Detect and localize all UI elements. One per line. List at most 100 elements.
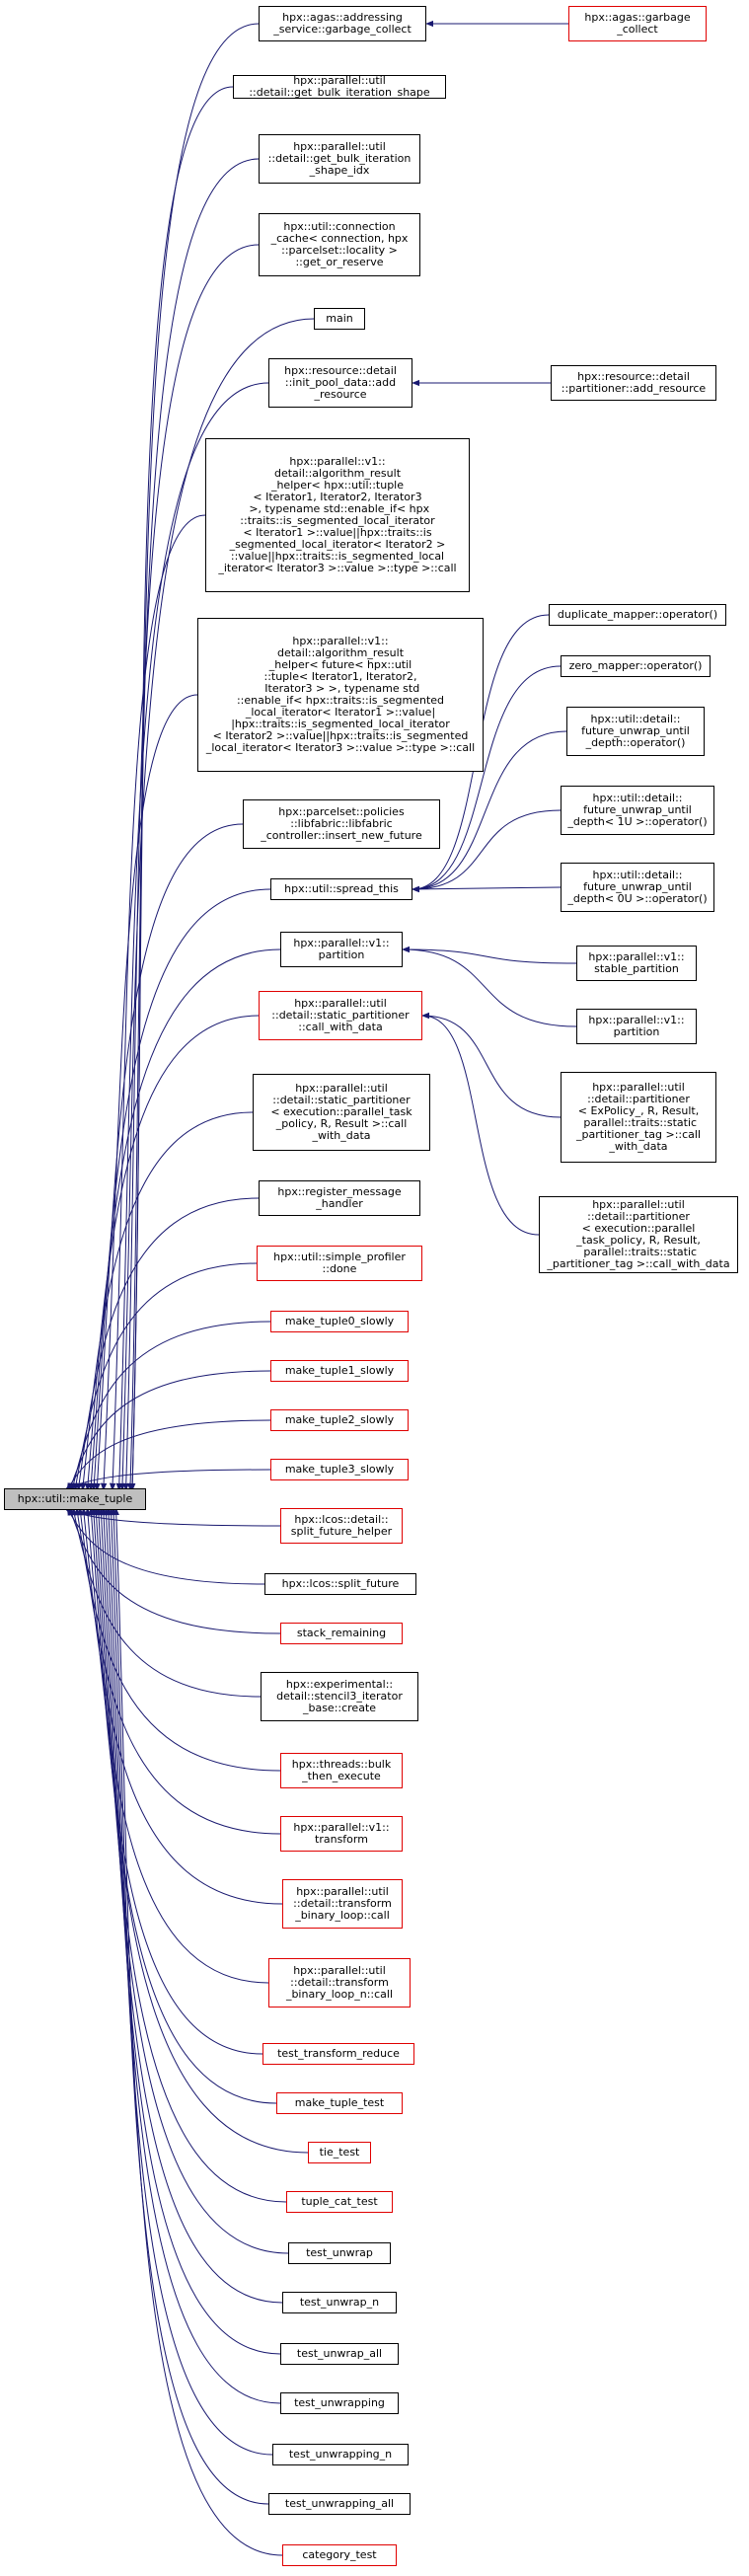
graph-node-tun[interactable]: test_unwrap_n bbox=[282, 2292, 397, 2313]
node-label: hpx::agas::garbage _collect bbox=[584, 11, 691, 36]
graph-node-transform[interactable]: hpx::parallel::v1:: transform bbox=[280, 1816, 403, 1852]
node-label: make_tuple2_slowly bbox=[284, 1413, 395, 1426]
focus-node[interactable]: hpx::util::make_tuple bbox=[4, 1488, 146, 1510]
node-label: test_unwrapping_n bbox=[288, 2448, 393, 2461]
graph-node-mt3[interactable]: make_tuple3_slowly bbox=[270, 1459, 409, 1480]
node-label: hpx::parallel::util ::detail::static_par… bbox=[271, 997, 410, 1033]
graph-node-tua[interactable]: test_unwrap_all bbox=[280, 2343, 399, 2365]
graph-node-init-pool[interactable]: hpx::resource::detail ::init_pool_data::… bbox=[268, 358, 412, 408]
graph-node-split-helper[interactable]: hpx::lcos::detail:: split_future_helper bbox=[280, 1508, 403, 1544]
node-label: tie_test bbox=[319, 2146, 360, 2159]
node-label: hpx::parallel::util ::detail::static_par… bbox=[270, 1082, 412, 1142]
node-label: hpx::parallel::v1:: detail::algorithm_re… bbox=[205, 635, 476, 754]
graph-node-zero-mapper[interactable]: zero_mapper::operator() bbox=[561, 655, 711, 677]
node-label: hpx::parallel::util ::detail::partitione… bbox=[575, 1081, 702, 1153]
graph-node-tie[interactable]: tie_test bbox=[308, 2142, 371, 2163]
graph-node-tu[interactable]: test_unwrap bbox=[288, 2242, 391, 2264]
edge-libfabric-to-make-tuple bbox=[94, 823, 244, 1491]
graph-node-mt2[interactable]: make_tuple2_slowly bbox=[270, 1409, 409, 1431]
graph-node-partition2[interactable]: hpx::parallel::v1:: partition bbox=[576, 1009, 697, 1044]
edge-part-exec-to-static-part bbox=[421, 1012, 540, 1236]
graph-node-tuwn[interactable]: test_unwrapping_n bbox=[272, 2444, 409, 2465]
graph-node-static-part[interactable]: hpx::parallel::util ::detail::static_par… bbox=[259, 991, 422, 1040]
edge-fut-unwrap-1u-to-spread bbox=[412, 809, 562, 893]
graph-node-partition[interactable]: hpx::parallel::v1:: partition bbox=[280, 932, 403, 967]
graph-node-conn-cache[interactable]: hpx::util::connection _cache< connection… bbox=[259, 213, 420, 276]
graph-node-partitioner-add[interactable]: hpx::resource::detail ::partitioner::add… bbox=[551, 365, 716, 401]
node-label: hpx::lcos::split_future bbox=[281, 1577, 400, 1590]
graph-node-stable-part[interactable]: hpx::parallel::v1:: stable_partition bbox=[576, 946, 697, 981]
graph-node-tbl-n-call[interactable]: hpx::parallel::util ::detail::transform … bbox=[268, 1958, 411, 2008]
edge-mt1-to-make-tuple bbox=[68, 1370, 271, 1491]
edge-algo-res2-to-make-tuple bbox=[100, 694, 198, 1491]
node-label: hpx::experimental:: detail::stencil3_ite… bbox=[276, 1678, 403, 1714]
node-label: main bbox=[326, 312, 353, 325]
edge-tu-to-make-tuple bbox=[98, 1507, 289, 2254]
graph-node-ttr[interactable]: test_transform_reduce bbox=[262, 2043, 414, 2065]
node-label: test_unwrapping_all bbox=[284, 2497, 395, 2510]
graph-node-tuwa[interactable]: test_unwrapping_all bbox=[268, 2493, 411, 2515]
edge-algo-res1-to-make-tuple bbox=[109, 514, 206, 1491]
graph-node-algo-res2[interactable]: hpx::parallel::v1:: detail::algorithm_re… bbox=[197, 618, 484, 772]
node-label: category_test bbox=[302, 2548, 377, 2561]
node-label: make_tuple_test bbox=[294, 2096, 385, 2109]
node-label: hpx::parcelset::policies ::libfabric::li… bbox=[261, 805, 422, 842]
graph-node-simple-prof[interactable]: hpx::util::simple_profiler ::done bbox=[257, 1246, 422, 1281]
graph-node-bulk-then[interactable]: hpx::threads::bulk _then_execute bbox=[280, 1753, 403, 1788]
graph-node-tuw[interactable]: test_unwrapping bbox=[280, 2392, 399, 2414]
graph-node-spread[interactable]: hpx::util::spread_this bbox=[270, 878, 412, 900]
graph-node-static-part-task[interactable]: hpx::parallel::util ::detail::static_par… bbox=[253, 1074, 430, 1151]
node-label: hpx::parallel::util ::detail::get_bulk_i… bbox=[267, 140, 412, 177]
edge-static-part-task-to-make-tuple bbox=[80, 1111, 254, 1491]
edge-mt0-to-make-tuple bbox=[70, 1321, 271, 1491]
graph-node-algo-res1[interactable]: hpx::parallel::v1:: detail::algorithm_re… bbox=[205, 438, 470, 592]
node-label: test_transform_reduce bbox=[277, 2047, 400, 2060]
graph-node-fut-unwrap-0u[interactable]: hpx::util::detail:: future_unwrap_until … bbox=[561, 863, 714, 912]
node-label: make_tuple0_slowly bbox=[284, 1315, 395, 1327]
graph-node-stack-rem[interactable]: stack_remaining bbox=[280, 1623, 403, 1644]
node-label: hpx::resource::detail ::init_pool_data::… bbox=[284, 364, 397, 401]
node-label: hpx::util::detail:: future_unwrap_until … bbox=[581, 713, 690, 749]
graph-node-fut-unwrap-depth[interactable]: hpx::util::detail:: future_unwrap_until … bbox=[566, 707, 705, 756]
graph-node-addr-gc[interactable]: hpx::agas::addressing _service::garbage_… bbox=[259, 6, 426, 41]
graph-node-tct[interactable]: tuple_cat_test bbox=[286, 2191, 393, 2213]
graph-node-dup-mapper[interactable]: duplicate_mapper::operator() bbox=[549, 604, 726, 626]
edge-tbl-n-call-to-make-tuple bbox=[84, 1507, 269, 1984]
node-label: make_tuple1_slowly bbox=[284, 1364, 395, 1377]
graph-node-part-exec[interactable]: hpx::parallel::util ::detail::partitione… bbox=[539, 1196, 738, 1273]
graph-node-bulk-shape[interactable]: hpx::parallel::util ::detail::get_bulk_i… bbox=[233, 75, 446, 99]
graph-node-fut-unwrap-1u[interactable]: hpx::util::detail:: future_unwrap_until … bbox=[561, 786, 714, 835]
graph-node-cat[interactable]: category_test bbox=[282, 2544, 397, 2566]
node-label: hpx::parallel::v1:: partition bbox=[588, 1014, 685, 1038]
graph-node-bulk-idx[interactable]: hpx::parallel::util ::detail::get_bulk_i… bbox=[259, 134, 420, 184]
graph-node-reg-msg[interactable]: hpx::register_message _handler bbox=[259, 1180, 420, 1216]
node-label: hpx::parallel::v1:: detail::algorithm_re… bbox=[218, 455, 457, 574]
node-label: hpx::parallel::util ::detail::get_bulk_i… bbox=[249, 75, 430, 99]
edge-part-expolicy-to-static-part bbox=[421, 1012, 562, 1118]
edge-transform-to-make-tuple bbox=[77, 1507, 281, 1835]
edge-bulk-shape-to-make-tuple bbox=[129, 86, 234, 1491]
graph-node-stencil[interactable]: hpx::experimental:: detail::stencil3_ite… bbox=[261, 1672, 418, 1721]
edge-partition-to-make-tuple bbox=[88, 948, 281, 1491]
graph-node-libfabric[interactable]: hpx::parcelset::policies ::libfabric::li… bbox=[243, 799, 440, 849]
node-label: test_unwrap bbox=[306, 2246, 373, 2259]
graph-node-mt0[interactable]: make_tuple0_slowly bbox=[270, 1311, 409, 1332]
graph-node-split-future[interactable]: hpx::lcos::split_future bbox=[264, 1573, 416, 1595]
edge-simple-prof-to-make-tuple bbox=[73, 1262, 258, 1491]
edge-mtt-to-make-tuple bbox=[90, 1507, 277, 2104]
node-label: hpx::parallel::util ::detail::transform … bbox=[293, 1885, 392, 1922]
edges-layer bbox=[63, 20, 577, 2556]
node-label: make_tuple3_slowly bbox=[284, 1463, 395, 1476]
graph-node-part-expolicy[interactable]: hpx::parallel::util ::detail::partitione… bbox=[561, 1072, 716, 1163]
graph-node-agas-gc[interactable]: hpx::agas::garbage _collect bbox=[568, 6, 707, 41]
node-label: hpx::parallel::util ::detail::transform … bbox=[285, 1964, 394, 2001]
edge-fut-unwrap-0u-to-spread bbox=[412, 885, 562, 893]
node-label: stack_remaining bbox=[296, 1627, 387, 1639]
graph-node-tbl-call[interactable]: hpx::parallel::util ::detail::transform … bbox=[282, 1879, 403, 1929]
graph-node-mt1[interactable]: make_tuple1_slowly bbox=[270, 1360, 409, 1382]
node-label: hpx::parallel::util ::detail::partitione… bbox=[547, 1198, 730, 1270]
node-label: hpx::resource::detail ::partitioner::add… bbox=[561, 370, 707, 395]
graph-node-mtt[interactable]: make_tuple_test bbox=[276, 2092, 403, 2114]
edge-tuwn-to-make-tuple bbox=[108, 1507, 273, 2456]
graph-node-main[interactable]: main bbox=[314, 308, 365, 330]
